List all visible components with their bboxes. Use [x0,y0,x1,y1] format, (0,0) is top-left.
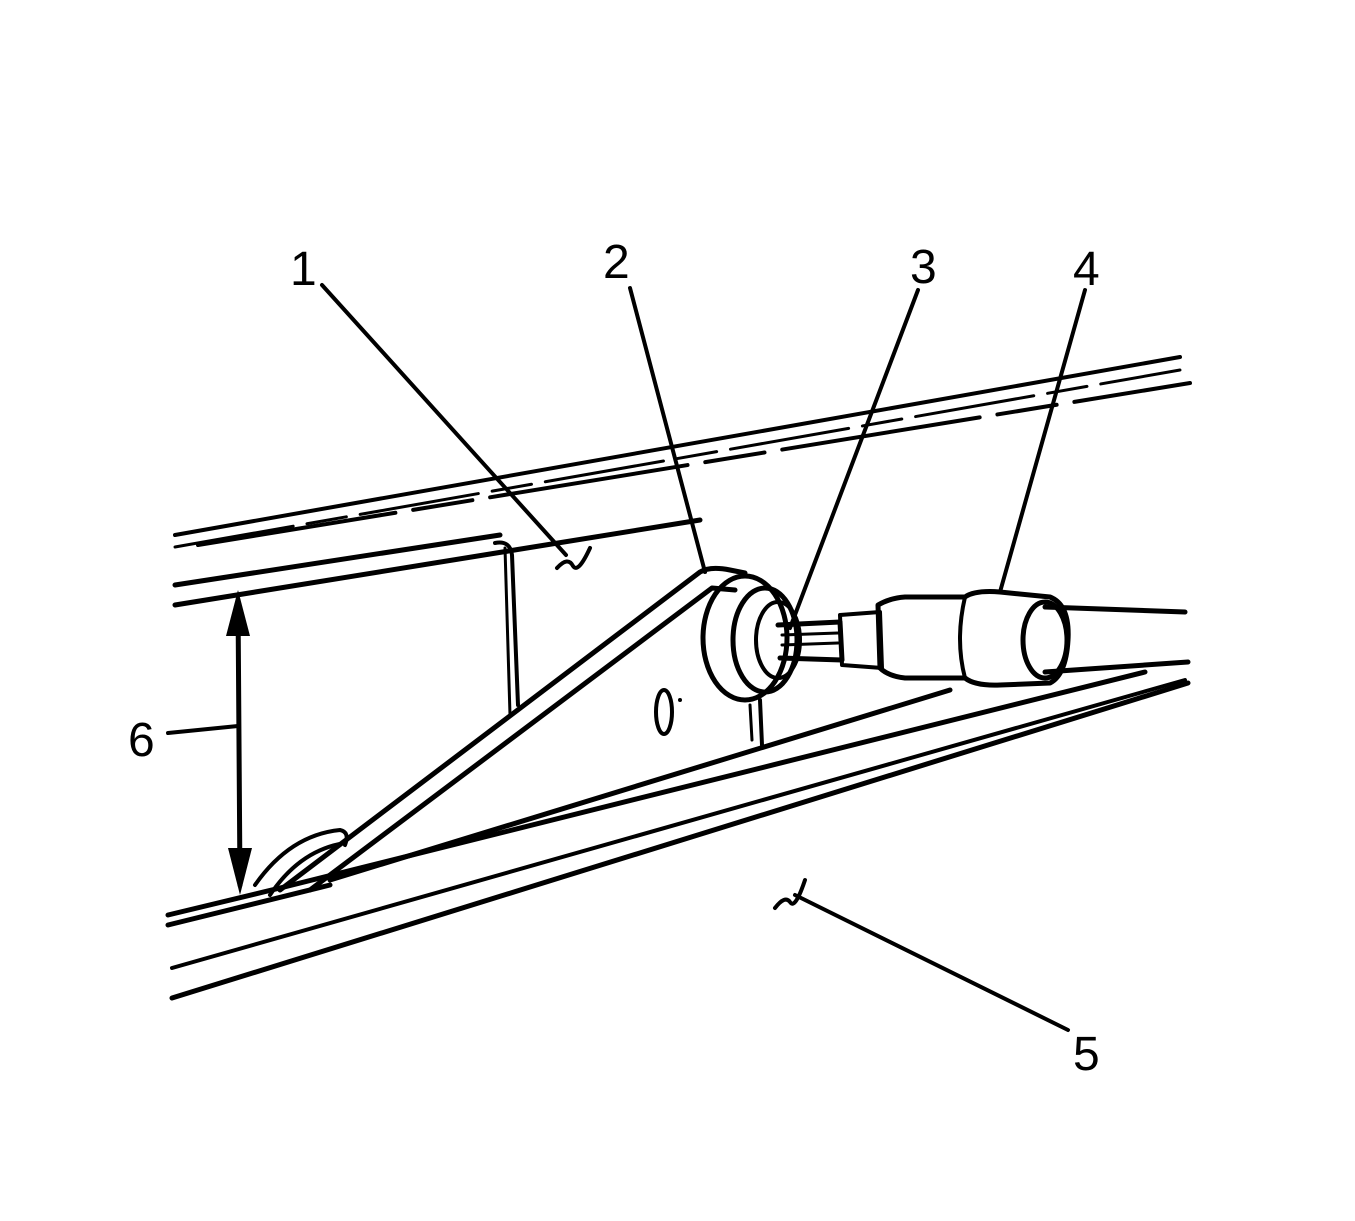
callout-1: 1 [290,243,317,296]
surface-mark-1 [555,546,592,570]
callout-3: 3 [910,241,937,294]
dimension-arrow [226,590,252,895]
callout-4: 4 [1073,243,1100,296]
leader-lines [166,283,1087,1032]
left-plate [493,540,520,717]
torx-bit [775,610,884,670]
callout-2: 2 [603,236,630,289]
bolt-washer [700,573,802,747]
upper-rail [172,355,1192,608]
socket-extension [875,589,1191,688]
callout-6: 6 [128,714,155,767]
surface-mark-5 [773,878,807,910]
callout-5: 5 [1073,1028,1100,1081]
hinge-bracket [253,565,748,897]
lower-rail [165,669,1191,1001]
